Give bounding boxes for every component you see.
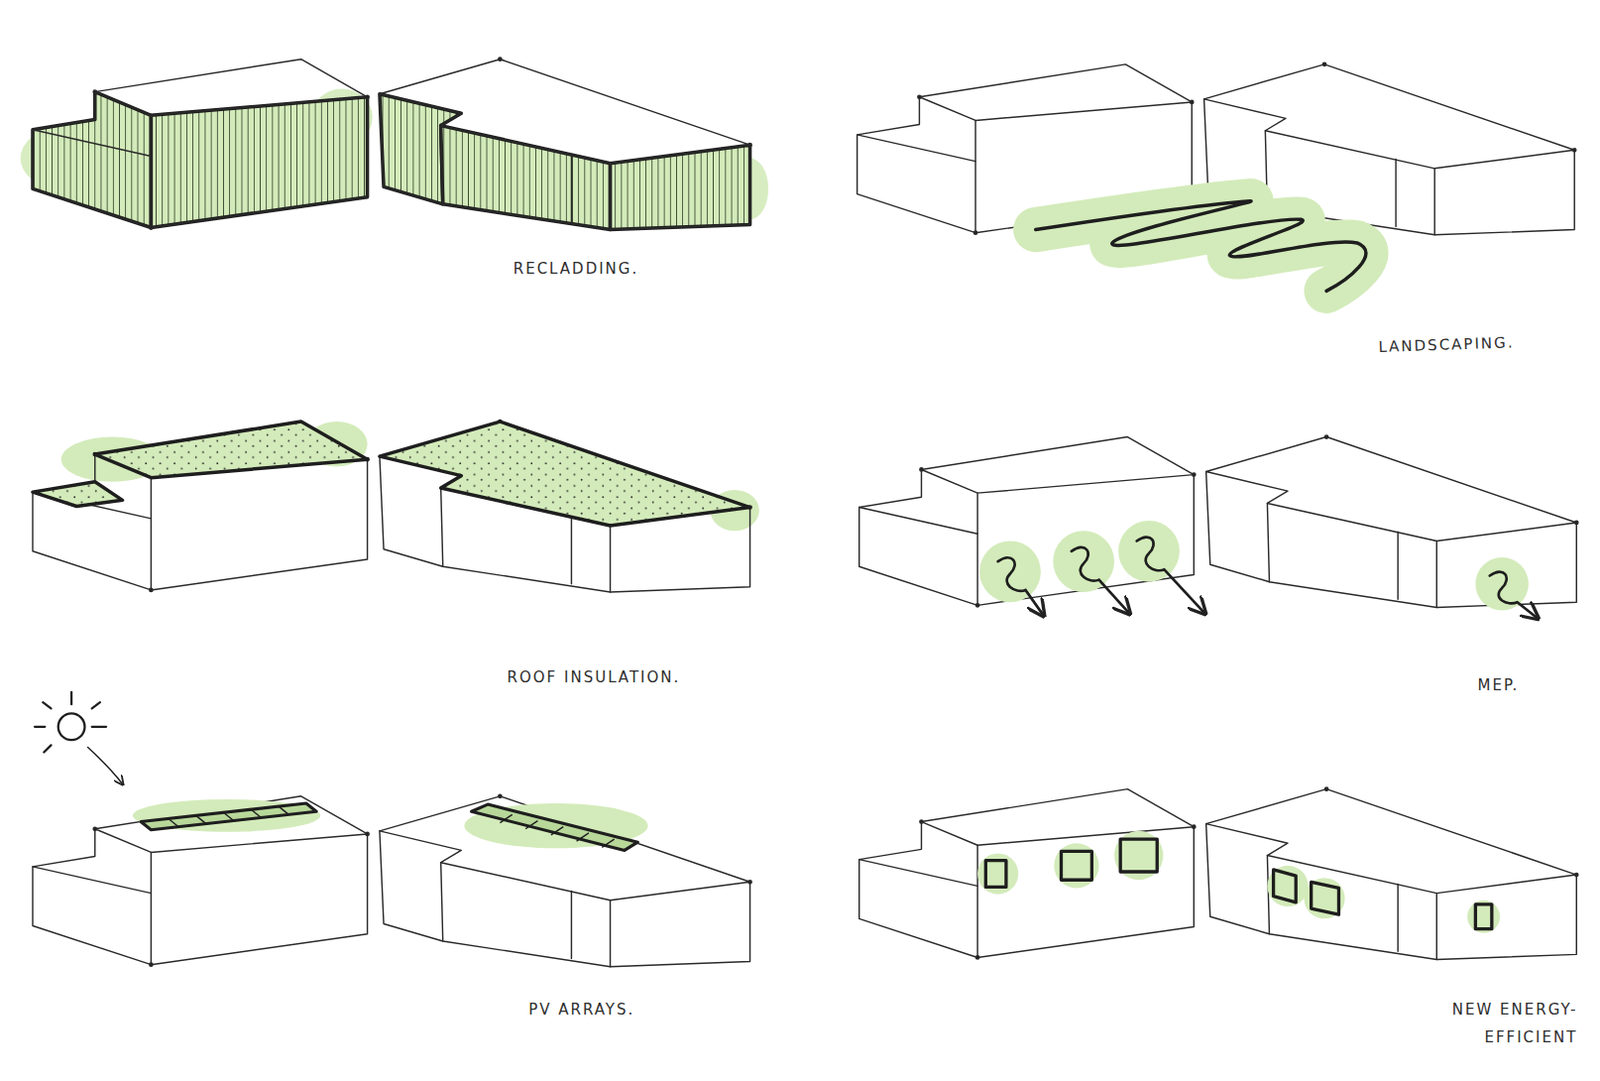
sketch-line — [168, 817, 179, 826]
sketch-line — [132, 799, 321, 832]
sketch-line — [379, 794, 752, 967]
sun-symbol — [34, 691, 123, 785]
sketch-line — [576, 832, 589, 841]
sketch-line — [1114, 830, 1163, 880]
sketch-line — [525, 820, 538, 829]
recladding-sketch — [20, 57, 769, 230]
sketch-line — [43, 744, 51, 752]
panel-label: RECLADDING. — [513, 254, 738, 284]
sketch-line — [70, 691, 73, 704]
sketch-line — [979, 520, 1529, 611]
sketch-line — [1120, 838, 1157, 872]
landscape-path — [1035, 201, 1367, 292]
sketch-line — [471, 803, 639, 850]
sketch-line — [977, 852, 1019, 894]
panel-label: ROOF INSULATION. — [507, 663, 774, 692]
sketch-line — [985, 860, 1007, 888]
sketch-line — [985, 838, 1492, 929]
sketch-line — [150, 97, 367, 229]
sketch-line — [92, 701, 101, 708]
sketch-line — [168, 805, 615, 847]
sketch-line — [551, 826, 564, 835]
sketch-line — [859, 437, 1196, 607]
sketch-line — [610, 144, 751, 229]
sketch-line — [998, 557, 1043, 614]
sketch-line — [32, 92, 751, 230]
sketch-line — [32, 59, 369, 229]
sketch-line — [1035, 201, 1367, 292]
sketch-line — [601, 838, 614, 847]
panel-label: LANDSCAPING. — [1377, 325, 1594, 361]
sketch-line — [95, 421, 368, 478]
mep-symbols — [979, 520, 1537, 618]
sketch-line — [58, 712, 86, 740]
sketch-line — [88, 746, 123, 784]
sketch-line — [32, 421, 751, 526]
sketch-line — [998, 537, 1537, 618]
sketch-line — [499, 813, 512, 822]
window-symbols — [977, 830, 1500, 933]
sketch-line — [32, 92, 151, 229]
sketch-line — [140, 802, 638, 850]
sketch-line — [34, 725, 45, 728]
sketch-line — [1071, 547, 1130, 613]
sketch-line — [1060, 850, 1092, 880]
sketch-line — [1311, 881, 1340, 915]
sketch-line — [196, 814, 207, 823]
sketch-line — [223, 811, 233, 820]
mep-sketch — [859, 435, 1579, 608]
sketch-line — [979, 541, 1041, 603]
sketch-line — [1489, 571, 1537, 618]
sketch-line — [1303, 877, 1345, 918]
roof-insulation-sketch — [32, 419, 760, 592]
sketch-line — [379, 57, 752, 230]
sketch-line — [1475, 904, 1491, 929]
sketch-line — [1467, 900, 1500, 933]
sketch-line — [1475, 557, 1529, 611]
windows-sketch — [859, 787, 1579, 960]
panel-label: NEW ENERGY- EFFICIENT — [1379, 995, 1579, 1052]
sketch-line — [250, 808, 261, 817]
sketch-line — [1053, 842, 1099, 888]
sketch-line — [32, 481, 123, 507]
sketch-line — [1266, 865, 1308, 907]
sketch-line — [32, 421, 369, 591]
sketch-line — [61, 421, 760, 531]
sketch-line — [1137, 537, 1205, 613]
sketch-line — [1052, 530, 1115, 592]
sketch-line — [42, 701, 51, 708]
sketch-line — [1118, 520, 1180, 582]
sketch-line — [92, 725, 107, 728]
sketch-line — [441, 125, 611, 230]
sketch-line — [379, 421, 751, 526]
panel-label: PV ARRAYS. — [528, 995, 733, 1025]
pv-sketch — [32, 794, 752, 967]
sketch-line — [977, 830, 1500, 933]
sketch-line — [379, 419, 752, 592]
sketch-line — [1206, 787, 1579, 960]
sketch-line — [278, 805, 289, 814]
sketch-line — [140, 802, 317, 830]
sketch-line — [32, 796, 369, 966]
sketch-line — [1035, 201, 1367, 292]
sketch-line — [859, 789, 1196, 959]
panel-label: MEP. — [1477, 671, 1570, 700]
sketch-line — [1273, 869, 1297, 903]
